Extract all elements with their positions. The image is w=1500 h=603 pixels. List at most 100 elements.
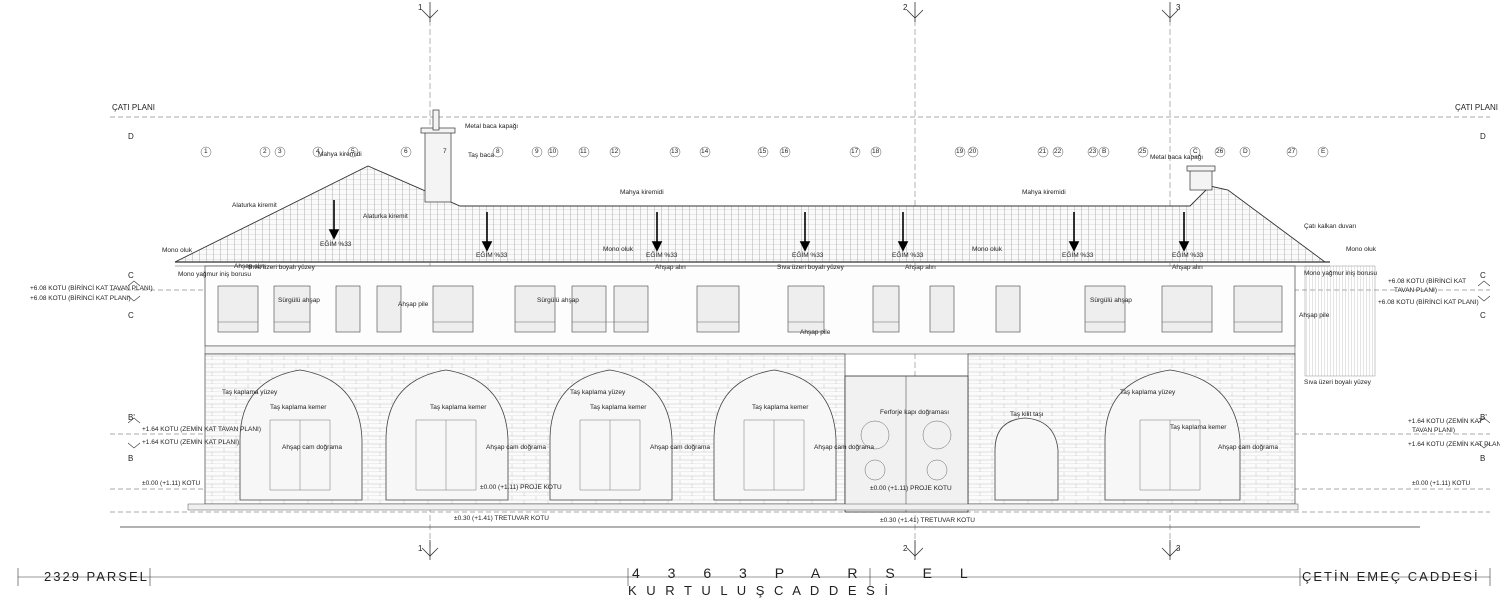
note-ahsap-alin-4: Ahşap alın (1172, 264, 1203, 271)
note-alaturka-2: Alaturka kiremit (363, 213, 408, 220)
note-tas-kaplama-4: Taş kaplama kemer (752, 404, 809, 411)
slope-arrows (328, 200, 1190, 252)
arches (239, 369, 1241, 501)
grid-14: 14 (701, 148, 709, 155)
level-birinci-kat-right: +6.08 KOTU (BİRİNCİ KAT PLANI) (1378, 299, 1479, 306)
note-mahya-left: Mahya kiremidi (318, 151, 362, 158)
note-ahsap-alin-1: Ahşap alın (234, 263, 265, 270)
note-ahsap-cam-1: Ahşap cam doğrama (282, 444, 342, 451)
grid-c: C (1193, 148, 1198, 155)
plan-d-left: D (128, 132, 134, 141)
plan-b-left: B (128, 454, 134, 463)
grid-8: 8 (496, 148, 500, 155)
section-mark-2-bottom: 2 (903, 544, 908, 553)
note-tas-kaplama-yuzey-2: Taş kaplama yüzey (570, 389, 626, 396)
grid-23: 23 (1089, 148, 1097, 155)
plan-c-left-top: C (128, 271, 134, 280)
note-metal-baca-right: Metal baca kapağı (1150, 154, 1204, 161)
grid-20: 20 (969, 148, 977, 155)
note-tas-kaplama-2: Taş kaplama kemer (430, 404, 487, 411)
chimneys (420, 109, 1216, 203)
note-egim-2: EĞİM %33 (476, 252, 508, 259)
roof (174, 165, 1330, 267)
plan-c-right-bottom: C (1480, 311, 1486, 320)
section-mark-1-top: 1 (418, 3, 423, 12)
note-ahsap-pile-1: Ahşap pile (398, 301, 429, 308)
note-ahsap-cam-5: Ahşap cam doğrama (1218, 444, 1278, 451)
note-tas-baca: Taş baca (468, 152, 495, 159)
level-zero-left: ±0.00 (+1.11) KOTU (142, 480, 201, 487)
grid-19: 19 (956, 148, 964, 155)
footer-right-street: ÇETİN EMEÇ CADDESİ (1302, 569, 1480, 584)
note-ahsap-cam-3: Ahşap cam doğrama (650, 444, 710, 451)
note-egim-4: EĞİM %33 (792, 252, 824, 259)
grid-6: 6 (404, 148, 408, 155)
grid-10: 10 (549, 148, 557, 155)
note-tas-kilit: Taş kilit taşı (1010, 411, 1044, 418)
note-egim-7: EĞİM %33 (1172, 252, 1204, 259)
section-mark-3-top: 3 (1176, 3, 1181, 12)
note-cati-kalkan: Çatı kalkan duvarı (1304, 223, 1357, 230)
note-egim-5: EĞİM %33 (892, 252, 924, 259)
note-tretuvar-2: ±0.30 (+1.41) TRETUVAR KOTU (880, 517, 975, 524)
note-egim-3: EĞİM %33 (646, 252, 678, 259)
level-zemin-kat-tavan-right-1: +1.64 KOTU (ZEMİN KAT (1408, 418, 1483, 425)
level-markers (127, 280, 1491, 449)
roof-plan-label-left: ÇATI PLANI (112, 103, 155, 112)
note-egim-6: EĞİM %33 (1062, 252, 1094, 259)
note-ahsap-cam-2: Ahşap cam doğrama (486, 444, 546, 451)
note-mono-oluk-right: Mono oluk (1346, 246, 1376, 253)
note-tas-kaplama-3: Taş kaplama kemer (590, 404, 647, 411)
note-mahya-right: Mahya kiremidi (1022, 189, 1066, 196)
note-surgulu-1: Sürgülü ahşap (278, 297, 320, 304)
note-mono-oluk-left: Mono oluk (162, 247, 192, 254)
grid-16: 16 (781, 148, 789, 155)
note-ahsap-cam-4: Ahşap cam doğrama (814, 444, 874, 451)
grid-11: 11 (580, 148, 587, 155)
grid-2: 2 (263, 148, 267, 155)
note-tas-kaplama-1: Taş kaplama kemer (270, 404, 327, 411)
note-ahsap-alin-2: Ahşap alın (655, 264, 686, 271)
note-alaturka: Alaturka kiremit (232, 202, 277, 209)
note-tas-kaplama-yuzey-3: Taş kaplama yüzey (1120, 389, 1176, 396)
footer-center-parsel: 4 3 6 3 P A R S E L (632, 565, 980, 581)
note-metal-baca: Metal baca kapağı (465, 123, 519, 130)
grid-21: 21 (1039, 148, 1047, 155)
grid-3: 3 (278, 148, 282, 155)
level-zero-right: ±0.00 (+1.11) KOTU (1412, 480, 1471, 487)
note-ahsap-alin-3: Ahşap alın (905, 264, 936, 271)
level-zemin-kat-right: +1.64 KOTU (ZEMİN KAT PLANI) (1408, 441, 1500, 448)
grid-17: 17 (851, 148, 859, 155)
note-ferforje: Ferforje kapı doğraması (880, 409, 950, 416)
plan-b-prime-left: B' (128, 413, 135, 422)
note-tas-kaplama-5: Taş kaplama kemer (1170, 424, 1227, 431)
note-mono-yagmur-right: Mono yağmur iniş borusu (1304, 270, 1377, 277)
level-zemin-kat-tavan-left: +1.64 KOTU (ZEMİN KAT TAVAN PLANI) (142, 426, 262, 433)
note-surgulu-3: Sürgülü ahşap (1090, 297, 1132, 304)
door-ornament (860, 420, 952, 481)
note-tas-kaplama-yuzey-1: Taş kaplama yüzey (222, 389, 278, 396)
section-markers (421, 2, 1179, 560)
note-tretuvar-1: ±0.30 (+1.41) TRETUVAR KOTU (454, 515, 549, 522)
plan-b-prime-right: B' (1480, 413, 1487, 422)
footer-left-parsel: 2329 PARSEL (44, 569, 149, 584)
grid-circles (200, 146, 1329, 158)
level-birinci-kat-tavan-right-2: TAVAN PLANI) (1394, 287, 1437, 294)
plan-b-right: B (1480, 454, 1486, 463)
grid-e: E (1321, 148, 1326, 155)
section-mark-2-top: 2 (903, 3, 908, 12)
section-mark-3-bottom: 3 (1176, 544, 1181, 553)
note-proje-kotu-2: ±0.00 (+1.11) PROJE KOTU (870, 485, 952, 492)
level-birinci-kat-tavan-right-1: +6.08 KOTU (BİRİNCİ KAT (1388, 278, 1467, 285)
grid-22: 22 (1054, 148, 1062, 155)
arch-frames (269, 419, 1201, 491)
grid-15: 15 (759, 148, 767, 155)
note-proje-kotu-1: ±0.00 (+1.11) PROJE KOTU (480, 484, 562, 491)
plan-c-right-top: C (1480, 271, 1486, 280)
note-mono-oluk-center: Mono oluk (603, 246, 633, 253)
note-siva-3: Sıva üzeri boyalı yüzey (1304, 379, 1371, 386)
grid-b: B (1102, 148, 1107, 155)
grid-d: D (1243, 148, 1248, 155)
roof-plan-label-right: ÇATI PLANI (1455, 103, 1498, 112)
grid-5: 5 (351, 148, 355, 155)
